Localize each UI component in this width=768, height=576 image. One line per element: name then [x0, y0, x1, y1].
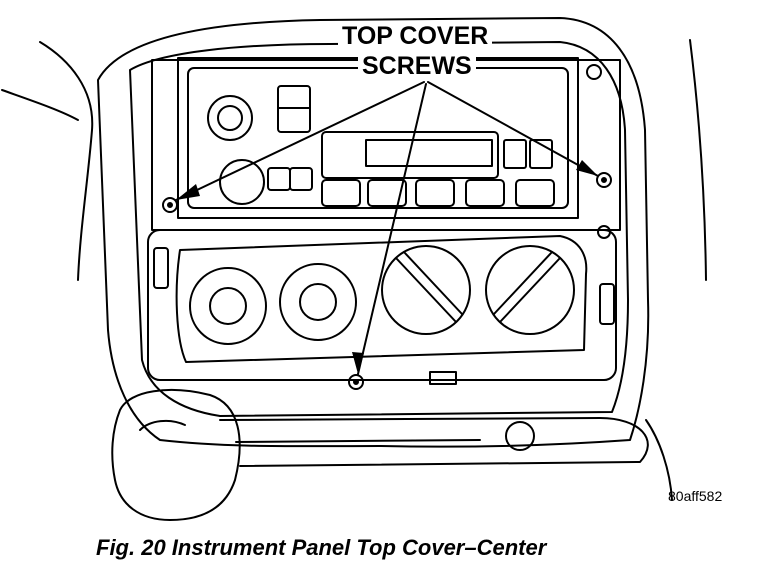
right-trim-lower: [645, 419, 673, 501]
radio-small-button: [503, 139, 527, 169]
climate-side-vent-right: [599, 283, 615, 325]
radio-preset-1: [321, 179, 361, 207]
climate-knob-temp-left-grip: [395, 257, 457, 323]
radio-toggle: [267, 167, 291, 191]
climate-knob-fan-inner: [299, 283, 337, 321]
lower-tray: [219, 417, 649, 467]
radio-cassette-slot: [365, 139, 493, 167]
screw-left: [162, 197, 178, 213]
arrowhead-left: [176, 184, 200, 200]
climate-knob-temp-right-grip: [499, 257, 561, 323]
radio-preset-5: [515, 179, 555, 207]
right-trim-curve: [689, 39, 707, 281]
climate-side-vent-left: [153, 247, 169, 289]
screw-left-center: [167, 202, 173, 208]
center-bezel-inner: [129, 41, 629, 417]
radio-preset-2: [367, 179, 407, 207]
radio-cavity: [151, 59, 621, 231]
leader-arrow-left: [175, 81, 425, 201]
radio-volume-knob-inner: [217, 105, 243, 131]
tray-knob: [505, 421, 535, 451]
radio-tuning-knob: [219, 159, 265, 205]
radio-toggle-2: [289, 167, 313, 191]
climate-knob-fan: [279, 263, 357, 341]
shifter-knob: [111, 389, 241, 521]
radio-small-button-2: [529, 139, 553, 169]
screw-right: [596, 172, 612, 188]
dash-left-edge: [1, 89, 79, 121]
callout-screws-label: SCREWS: [358, 53, 476, 79]
arrowhead-bottom: [352, 352, 364, 374]
climate-knob-temp-right-grip-2: [493, 251, 553, 315]
climate-knob-mode: [189, 267, 267, 345]
climate-knob-temp-right: [485, 245, 575, 335]
bezel-fastener-right: [597, 225, 611, 239]
radio-display: [321, 131, 499, 179]
climate-small-switch: [429, 371, 457, 385]
radio-volume-knob: [207, 95, 253, 141]
climate-knob-mode-inner: [209, 287, 247, 325]
radio-preset-3: [415, 179, 455, 207]
dash-left-contour: [39, 41, 94, 281]
climate-panel-face: [175, 235, 588, 363]
callout-top-cover-label: TOP COVER: [338, 23, 493, 49]
leader-arrow-bottom: [357, 83, 427, 375]
tray-line: [235, 439, 481, 443]
radio-inner-frame: [187, 67, 569, 209]
arrowhead-right: [576, 160, 598, 176]
leader-arrow-right: [427, 81, 599, 177]
center-bezel-outer: [97, 17, 650, 448]
radio-preset-4: [465, 179, 505, 207]
screw-bottom: [348, 374, 364, 390]
figure-caption: Fig. 20 Instrument Panel Top Cover–Cente…: [96, 535, 547, 560]
screw-right-center: [601, 177, 607, 183]
climate-knob-temp-left: [381, 245, 471, 335]
climate-knob-temp-left-grip-2: [403, 251, 463, 315]
climate-panel-frame: [147, 229, 617, 381]
bezel-fastener-top-right: [586, 64, 602, 80]
shifter-knob-highlight: [139, 419, 186, 431]
figure-reference-code: 80aff582: [668, 488, 723, 504]
